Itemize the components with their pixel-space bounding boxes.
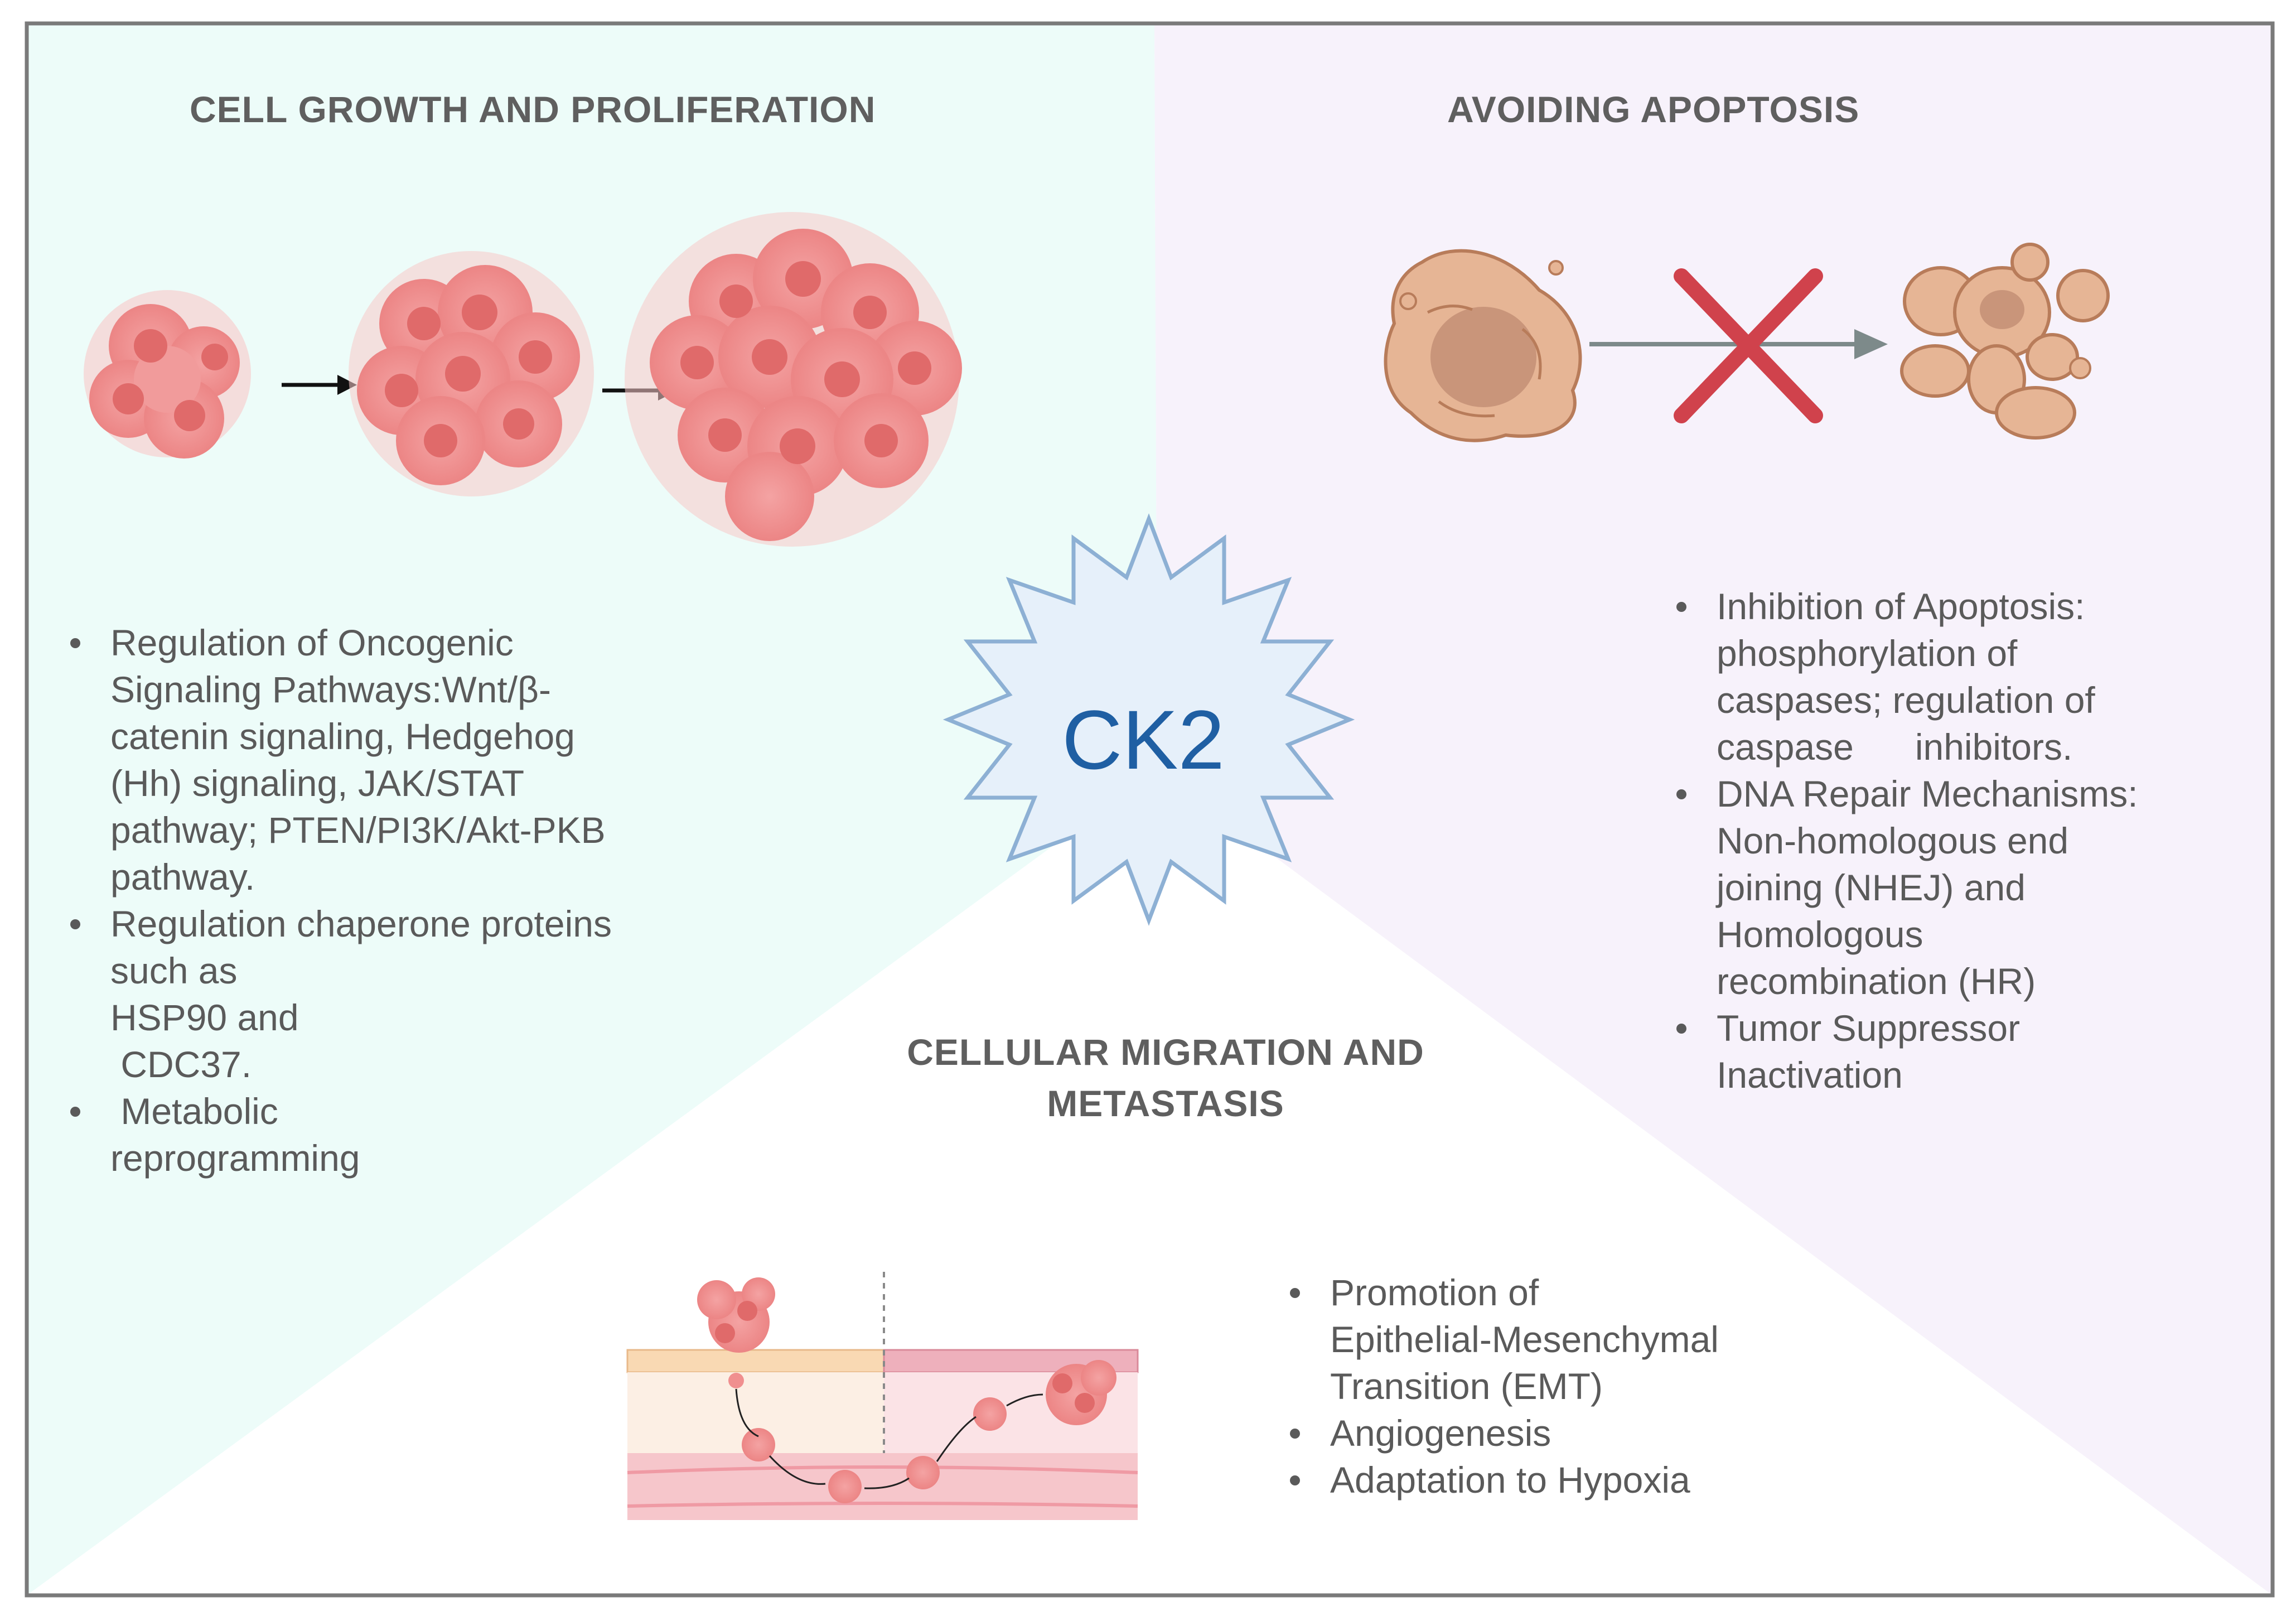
ck2-label: CK2 — [1062, 693, 1225, 787]
bullet-dot-icon — [1290, 1475, 1300, 1485]
healthy-cell-icon — [1384, 249, 1582, 442]
bullet-line: recombination (HR) — [1717, 961, 2036, 1002]
list-item: Tumor Suppressor Inactivation — [1672, 1005, 2138, 1098]
bullet-line: phosphorylation of — [1717, 633, 2018, 674]
bullet-line: Signaling Pathways:Wnt/β- — [110, 669, 551, 710]
bullet-dot-icon — [1676, 789, 1686, 799]
bullet-line: caspase inhibitors. — [1717, 726, 2073, 768]
bullet-line: reprogramming — [110, 1137, 360, 1179]
apoptosis-bullet-list: Inhibition of Apoptosis: phosphorylation… — [1672, 583, 2138, 1098]
tumor-cluster-small-icon — [84, 290, 251, 459]
apoptosis-title: AVOIDING APOPTOSIS — [1447, 89, 1860, 130]
bullet-dot-icon — [70, 638, 80, 648]
bullet-line: catenin signaling, Hedgehog — [110, 716, 575, 757]
bullet-line: Transition (EMT) — [1330, 1366, 1603, 1407]
migration-region — [27, 770, 2273, 1595]
list-item: Metabolic reprogramming — [66, 1088, 612, 1181]
bullet-line: Tumor Suppressor — [1717, 1007, 2021, 1049]
red-cross-icon — [1674, 268, 1823, 423]
list-item: DNA Repair Mechanisms: Non-homologous en… — [1672, 770, 2138, 1005]
bullet-line: Regulation of Oncogenic — [110, 622, 514, 663]
bullet-line: such as — [110, 950, 238, 991]
apoptotic-cell-icon — [1900, 243, 2110, 440]
list-item: Inhibition of Apoptosis: phosphorylation… — [1672, 583, 2138, 770]
bullet-line: Non-homologous end — [1717, 820, 2069, 861]
bullet-line: Homologous — [1717, 914, 1923, 955]
bullet-line: pathway. — [110, 856, 255, 898]
list-item: Angiogenesis — [1285, 1410, 1719, 1456]
bullet-line: (Hh) signaling, JAK/STAT — [110, 763, 525, 804]
metastasis-vessel-icon — [626, 1272, 1139, 1520]
bullet-line: Epithelial-Mesenchymal — [1330, 1319, 1719, 1360]
list-item: Promotion of Epithelial-Mesenchymal Tran… — [1285, 1269, 1719, 1410]
bullet-line: Metabolic — [110, 1091, 278, 1132]
ck2-star-icon — [942, 513, 1355, 926]
tumor-cluster-large-icon — [625, 212, 962, 547]
outer-frame — [25, 21, 2275, 1598]
bullet-line: Inhibition of Apoptosis: — [1717, 586, 2085, 627]
migration-title: CELLULAR MIGRATION AND METASTASIS — [859, 1026, 1472, 1129]
bullet-line: Adaptation to Hypoxia — [1330, 1459, 1690, 1501]
tumor-cluster-medium-icon — [349, 251, 594, 496]
bullet-line: Inactivation — [1717, 1054, 1903, 1096]
bullet-line: HSP90 and — [110, 997, 299, 1038]
bullet-line: pathway; PTEN/PI3K/Akt-PKB — [110, 809, 606, 851]
list-item: Adaptation to Hypoxia — [1285, 1456, 1719, 1503]
bullet-line: DNA Repair Mechanisms: — [1717, 773, 2138, 814]
arrow-right-icon — [282, 375, 357, 395]
bullet-dot-icon — [1290, 1429, 1300, 1439]
migration-bullet-list: Promotion of Epithelial-Mesenchymal Tran… — [1285, 1269, 1719, 1503]
bullet-line: Regulation chaperone proteins — [110, 903, 612, 944]
bullet-dot-icon — [70, 1107, 80, 1117]
bullet-line: Angiogenesis — [1330, 1412, 1551, 1454]
migration-title-line1: CELLULAR MIGRATION AND — [907, 1031, 1424, 1073]
bullet-line: Promotion of — [1330, 1272, 1539, 1313]
list-item: Regulation chaperone proteins such as HS… — [66, 900, 612, 1088]
blocked-arrow-icon — [1589, 329, 1888, 359]
bullet-dot-icon — [1676, 1024, 1686, 1034]
bullet-dot-icon — [1676, 602, 1686, 612]
bullet-line: caspases; regulation of — [1717, 679, 2095, 721]
growth-bullet-list: Regulation of Oncogenic Signaling Pathwa… — [66, 619, 612, 1181]
bullet-line: joining (NHEJ) and — [1717, 867, 2026, 908]
migration-title-line2: METASTASIS — [1047, 1083, 1284, 1124]
bullet-dot-icon — [70, 919, 80, 929]
list-item: Regulation of Oncogenic Signaling Pathwa… — [66, 619, 612, 900]
growth-title: CELL GROWTH AND PROLIFERATION — [190, 89, 876, 130]
bullet-line: CDC37. — [110, 1044, 252, 1085]
bullet-dot-icon — [1290, 1288, 1300, 1298]
